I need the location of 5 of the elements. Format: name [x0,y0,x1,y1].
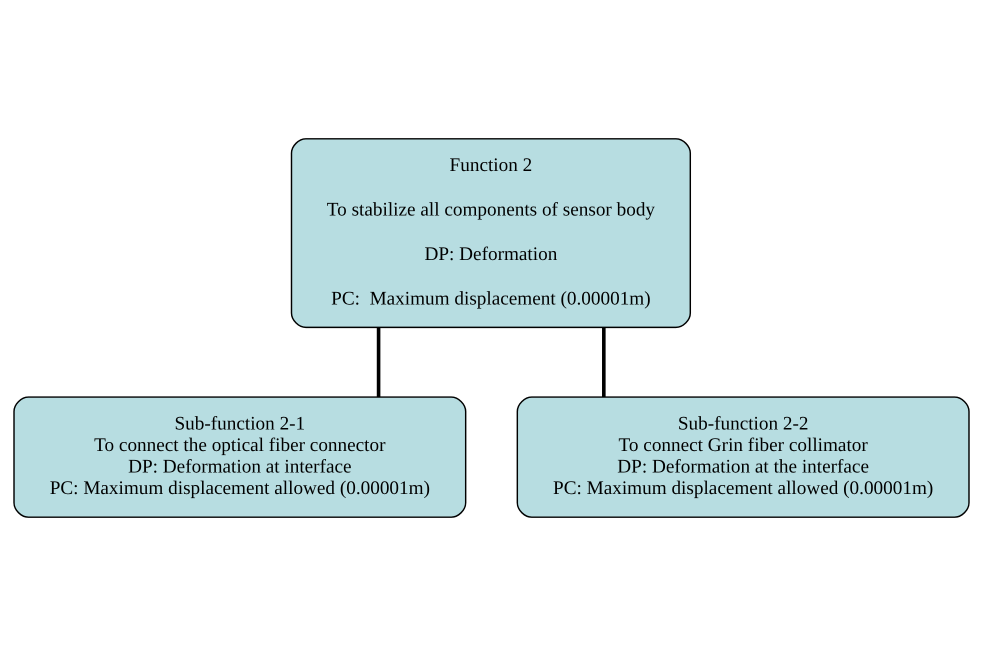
node-box: Function 2 To stabilize all components of sensor body DP: Deformation PC: Maximum displacement (0.00001m) [290,138,691,328]
connector [376,327,380,398]
node-box: Sub-function 2-2 To connect Grin fiber collimator DP: Deformation at the interface PC: Maximum displacement allowed (0.00001m) [516,396,970,518]
connector [602,327,606,398]
node-box: Sub-function 2-1 To connect the optical fiber connector DP: Deformation at interface PC: Maximum displacement allowed (0.00001m) [12,396,466,518]
